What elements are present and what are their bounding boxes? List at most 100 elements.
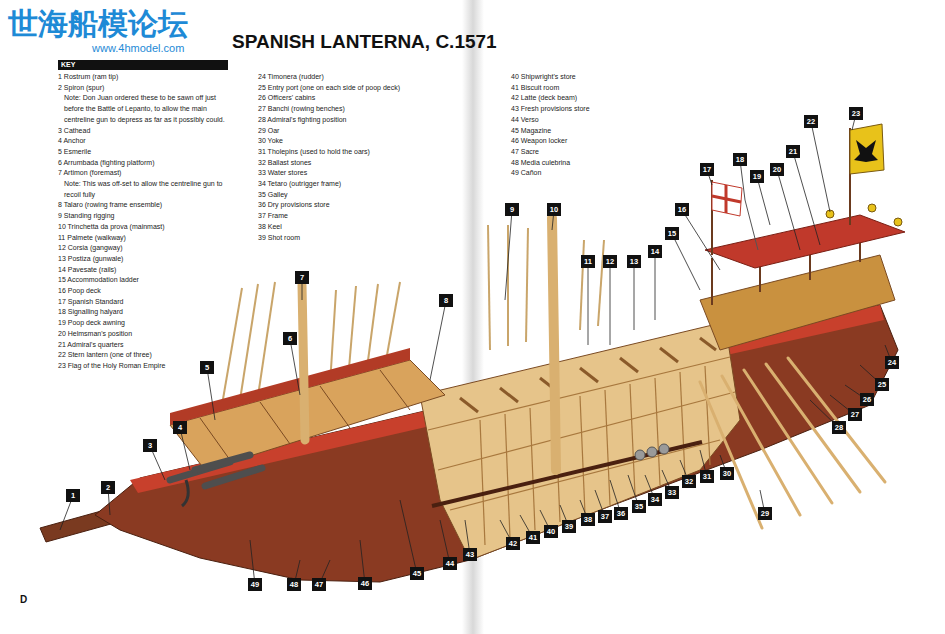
key-entry: 15 Accommodation ladder bbox=[58, 275, 236, 286]
key-entry: 4 Anchor bbox=[58, 136, 236, 147]
key-entry: 16 Poop deck bbox=[58, 286, 236, 297]
callout-number: 20 bbox=[770, 163, 784, 176]
callout-number: 9 bbox=[505, 203, 519, 216]
callout-number: 37 bbox=[598, 510, 612, 523]
callout-number: 25 bbox=[875, 378, 889, 391]
callout-number: 11 bbox=[581, 255, 595, 268]
callout-number: 47 bbox=[312, 578, 326, 591]
callout-number: 5 bbox=[200, 361, 214, 374]
key-entry: 33 Water stores bbox=[258, 168, 448, 179]
callout-number: 35 bbox=[632, 500, 646, 513]
callout-number: 49 bbox=[248, 578, 262, 591]
callout-number: 7 bbox=[295, 271, 309, 284]
key-entry: 2 Spiron (spur) bbox=[58, 83, 236, 94]
key-entry: 10 Trinchetta da prova (mainmast) bbox=[58, 222, 236, 233]
key-entry: 36 Dry provisions store bbox=[258, 200, 448, 211]
hull-side bbox=[95, 305, 898, 582]
key-entry: 46 Weapon locker bbox=[511, 136, 661, 147]
watermark: 世海船模论坛 bbox=[8, 4, 188, 45]
callout-number: 28 bbox=[832, 421, 846, 434]
callout-number: 15 bbox=[665, 227, 679, 240]
key-entry: 24 Timonera (rudder) bbox=[258, 72, 448, 83]
callout-number: 26 bbox=[860, 393, 874, 406]
callout-number: 8 bbox=[439, 294, 453, 307]
callout-number: 43 bbox=[463, 548, 477, 561]
key-entry: 31 Tholepins (used to hold the oars) bbox=[258, 147, 448, 158]
callout-number: 23 bbox=[849, 107, 863, 120]
key-entry: 47 Sacre bbox=[511, 147, 661, 158]
key-entry: 17 Spanish Standard bbox=[58, 297, 236, 308]
cutaway-interior bbox=[420, 322, 740, 560]
callout-number: 39 bbox=[562, 520, 576, 533]
plate-title: SPANISH LANTERNA, C.1571 bbox=[232, 31, 497, 53]
key-entry: 18 Signalling halyard bbox=[58, 307, 236, 318]
callout-number: 38 bbox=[581, 513, 595, 526]
callout-number: 24 bbox=[885, 356, 899, 369]
key-entry: 6 Arrumbada (fighting platform) bbox=[58, 158, 236, 169]
callout-number: 27 bbox=[848, 408, 862, 421]
callout-number: 44 bbox=[443, 557, 457, 570]
key-entry: 28 Admiral's fighting position bbox=[258, 115, 448, 126]
callout-number: 3 bbox=[143, 439, 157, 452]
key-entry: 29 Oar bbox=[258, 126, 448, 137]
callout-number: 14 bbox=[648, 245, 662, 258]
key-entry: 21 Admiral's quarters bbox=[58, 340, 236, 351]
callout-number: 30 bbox=[720, 467, 734, 480]
callout-number: 48 bbox=[287, 578, 301, 591]
key-entry: 44 Verso bbox=[511, 115, 661, 126]
callout-number: 42 bbox=[506, 537, 520, 550]
key-entry: 9 Standing rigging bbox=[58, 211, 236, 222]
plate-letter: D bbox=[20, 594, 27, 605]
callout-number: 29 bbox=[758, 507, 772, 520]
callout-number: 18 bbox=[733, 153, 747, 166]
callout-number: 45 bbox=[410, 567, 424, 580]
key-entry: 22 Stern lantern (one of three) bbox=[58, 350, 236, 361]
poop-deck bbox=[700, 204, 905, 350]
callout-number: 46 bbox=[358, 577, 372, 590]
key-entry: 1 Rostrum (ram tip) bbox=[58, 72, 236, 83]
callout-number: 6 bbox=[283, 332, 297, 345]
callout-number: 21 bbox=[786, 145, 800, 158]
key-entry: 34 Tetaro (outrigger frame) bbox=[258, 179, 448, 190]
callout-number: 41 bbox=[526, 531, 540, 544]
key-entry: 7 Artimon (foremast) bbox=[58, 168, 236, 179]
callout-number: 16 bbox=[675, 203, 689, 216]
key-column: 1 Rostrum (ram tip)2 Spiron (spur)Note: … bbox=[58, 72, 236, 372]
callout-number: 33 bbox=[665, 486, 679, 499]
key-entry: 19 Poop deck awning bbox=[58, 318, 236, 329]
key-entry: 42 Latte (deck beam) bbox=[511, 93, 661, 104]
key-entry: 26 Officers' cabins bbox=[258, 93, 448, 104]
callout-number: 13 bbox=[627, 255, 641, 268]
callout-number: 22 bbox=[804, 115, 818, 128]
key-column: 40 Shipwright's store41 Biscuit room42 L… bbox=[511, 72, 661, 179]
key-entry: 5 Esmerile bbox=[58, 147, 236, 158]
callout-number: 32 bbox=[682, 475, 696, 488]
callout-number: 31 bbox=[700, 470, 714, 483]
key-entry: Note: Don Juan ordered these to be sawn … bbox=[58, 93, 236, 125]
masts bbox=[302, 218, 556, 470]
key-entry: 37 Frame bbox=[258, 211, 448, 222]
key-entry: 38 Keel bbox=[258, 222, 448, 233]
key-entry: 43 Fresh provisions store bbox=[511, 104, 661, 115]
watermark-url: www.4hmodel.com bbox=[92, 42, 184, 54]
callout-number: 17 bbox=[700, 163, 714, 176]
key-entry: 8 Talaro (rowing frame ensemble) bbox=[58, 200, 236, 211]
key-entry: Note: This was off-set to allow the cent… bbox=[58, 179, 236, 200]
key-entry: 27 Banchi (rowing benches) bbox=[258, 104, 448, 115]
key-entry: 32 Ballast stones bbox=[258, 158, 448, 169]
key-entry: 41 Biscuit room bbox=[511, 83, 661, 94]
key-entry: 20 Helmsman's position bbox=[58, 329, 236, 340]
callout-number: 36 bbox=[614, 507, 628, 520]
key-entry: 39 Shot room bbox=[258, 233, 448, 244]
key-entry: 11 Palmete (walkway) bbox=[58, 233, 236, 244]
key-entry: 35 Galley bbox=[258, 190, 448, 201]
key-entry: 13 Postiza (gunwale) bbox=[58, 254, 236, 265]
callout-number: 12 bbox=[603, 255, 617, 268]
key-entry: 3 Cathead bbox=[58, 126, 236, 137]
key-entry: 49 Cañon bbox=[511, 168, 661, 179]
key-column: 24 Timonera (rudder)25 Entry port (one o… bbox=[258, 72, 448, 243]
callout-number: 34 bbox=[648, 493, 662, 506]
callout-number: 4 bbox=[173, 421, 187, 434]
key-entry: 30 Yoke bbox=[258, 136, 448, 147]
key-entry: 25 Entry port (one on each side of poop … bbox=[258, 83, 448, 94]
